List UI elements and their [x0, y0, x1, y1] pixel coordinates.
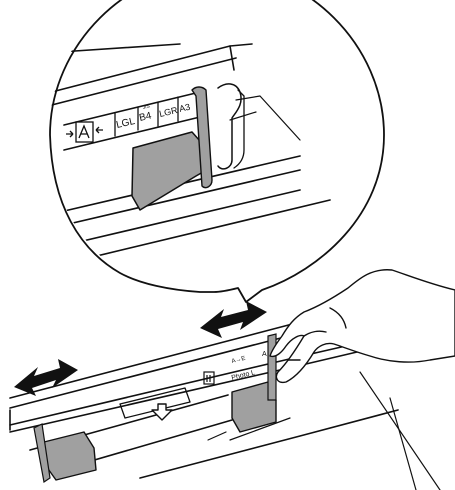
down-arrow-icon	[152, 404, 172, 420]
double-arrow-icon	[14, 359, 78, 396]
hand	[270, 270, 455, 383]
paper-guide-left	[34, 424, 96, 482]
zoom-callout	[50, 0, 384, 302]
double-arrow-icon	[200, 301, 267, 338]
tray-a-mark: A	[262, 351, 267, 358]
tray-mark-1: A→E	[231, 356, 246, 365]
